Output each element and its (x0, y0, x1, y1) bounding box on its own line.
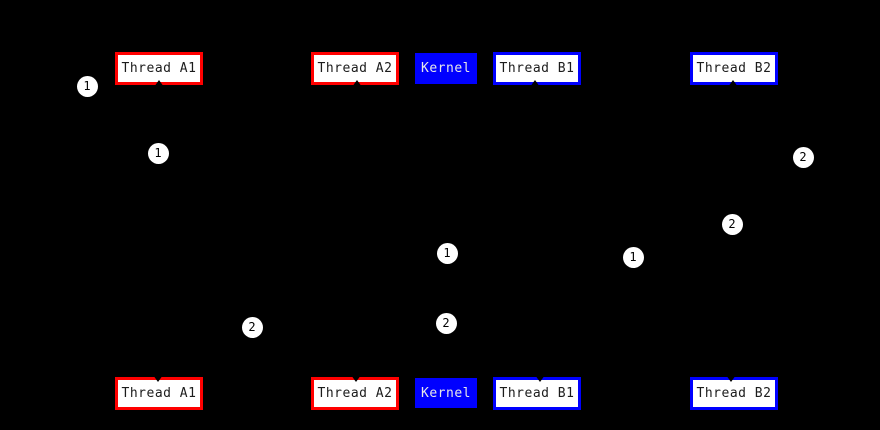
node-label: Thread B2 (696, 61, 772, 76)
event-marker-label: 2 (799, 150, 807, 164)
event-marker-label: 1 (83, 79, 91, 93)
event-marker-1: 1 (76, 75, 98, 97)
arrowhead-mark (728, 80, 738, 87)
arrowhead-mark (351, 375, 361, 382)
event-marker-label: 2 (248, 320, 256, 334)
node-label: Kernel (421, 61, 471, 76)
event-marker-label: 2 (728, 217, 736, 231)
event-marker-label: 1 (629, 250, 637, 264)
node-kernel-bottom: Kernel (415, 378, 477, 408)
node-label: Thread B1 (499, 386, 575, 401)
node-kernel-top: Kernel (415, 53, 477, 84)
node-thread-a1-top: Thread A1 (115, 52, 203, 85)
event-marker-label: 1 (443, 246, 451, 260)
node-label: Thread A1 (121, 61, 197, 76)
event-marker-2: 2 (435, 312, 457, 334)
arrowhead-mark (352, 80, 362, 87)
event-marker-2: 2 (241, 316, 263, 338)
node-thread-a2-bottom: Thread A2 (311, 377, 399, 410)
node-label: Thread B2 (696, 386, 772, 401)
event-marker-1: 1 (436, 242, 458, 264)
arrowhead-mark (154, 80, 164, 87)
event-marker-1: 1 (622, 246, 644, 268)
arrowhead-mark (535, 375, 545, 382)
event-marker-2: 2 (721, 213, 743, 235)
arrowhead-mark (153, 375, 163, 382)
node-label: Thread A1 (121, 386, 197, 401)
node-label: Thread B1 (499, 61, 575, 76)
arrowhead-mark (726, 375, 736, 382)
node-thread-b1-top: Thread B1 (493, 52, 581, 85)
node-label: Thread A2 (317, 386, 393, 401)
node-label: Kernel (421, 385, 471, 401)
event-marker-label: 2 (442, 316, 450, 330)
event-marker-2: 2 (792, 146, 814, 168)
node-label: Thread A2 (317, 61, 393, 76)
arrowhead-mark (530, 80, 540, 87)
event-marker-label: 1 (154, 146, 162, 160)
event-marker-1: 1 (147, 142, 169, 164)
